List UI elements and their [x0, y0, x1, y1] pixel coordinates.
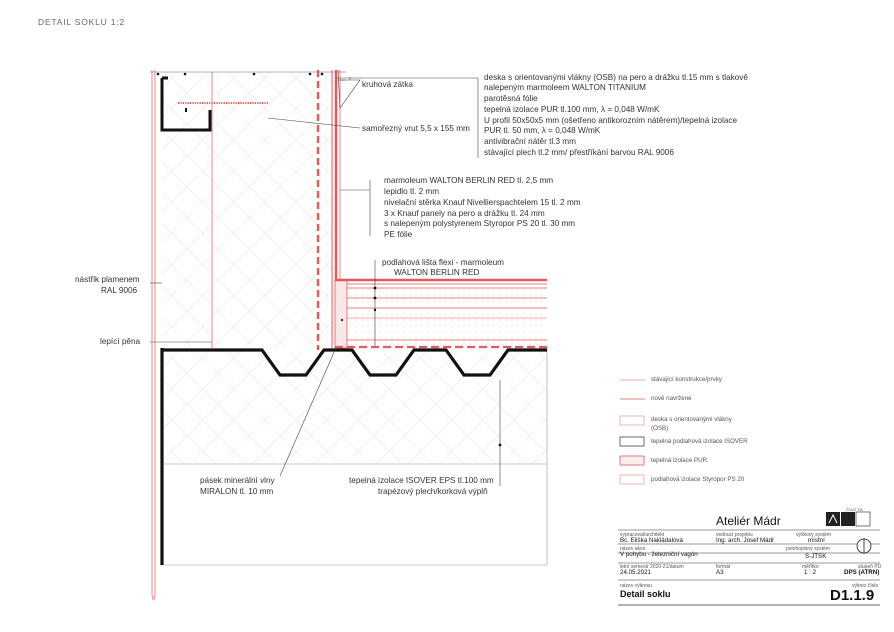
tb-vedouci: Ing. arch. Josef Mádr	[716, 537, 775, 544]
wall-line: deska s orientovanými vlákny (OSB) na pe…	[484, 73, 748, 82]
tb-cislo-label: výkres číslo	[852, 583, 879, 589]
legend-new: nově navržené	[651, 395, 692, 402]
floor-line: s nalepeným polystyrenem Styropor PS 20 …	[384, 219, 576, 228]
wall-line: antivibrační nátěr tl.3 mm	[484, 137, 576, 146]
drawing-number: D1.1.9	[830, 587, 875, 604]
cvut-logo	[826, 511, 871, 527]
wall-line: U profil 50x50x5 mm (ošetřeno antikorozn…	[484, 116, 738, 125]
tb-vyskovy-label: výškový systém	[796, 532, 832, 538]
label-nastrik-1: nástřik plamenem	[75, 275, 140, 284]
tb-datum: 24.05.2021	[620, 569, 651, 576]
label-isover-1: tepelná izolace ISOVER EPS tl.100 mm	[349, 476, 494, 485]
tb-meritko: 1 : 2	[804, 569, 817, 576]
label-vrut: samořezný vrut 5,5 x 155 mm	[362, 124, 470, 133]
legend-existing: stávající konstrukce/prvky	[651, 376, 722, 383]
trapezoidal-sheet	[162, 348, 547, 377]
legend-osb-2: (OSB)	[651, 425, 669, 432]
tb-meritko-label: měřítko	[802, 564, 819, 570]
floor-line: nivelační stěrka Knauf Nivellierspachtel…	[384, 198, 581, 207]
wall-composition-list: deska s orientovanými vlákny (OSB) na pe…	[484, 73, 748, 158]
floor-line: PE fólie	[384, 230, 413, 239]
legend-pur: tepelná izolace PUR	[651, 457, 708, 464]
u-profile	[160, 78, 212, 132]
drawing-title: Detail soklu	[620, 589, 671, 599]
tb-format: A3	[716, 569, 724, 576]
legend-osb: deska s orientovanými vlákny	[651, 416, 732, 423]
title-block-frame	[618, 529, 880, 606]
label-lepici-pena: lepící pěna	[100, 337, 141, 346]
page-header: DETAIL SOKLU 1:2	[38, 17, 125, 27]
floor-layer-lines	[347, 283, 547, 341]
tb-vedouci-label: vedoucí projektu	[716, 532, 753, 538]
leader-dots	[156, 72, 502, 447]
tb-format-label: formát	[716, 564, 731, 570]
logo-text: ČVUT FA	[846, 507, 863, 512]
floor-line: marmoleum WALTON BERLIN RED tl. 2,5 mm	[384, 176, 554, 185]
tb-akce: V pohybu - železniční vagón	[620, 551, 698, 558]
tb-stupen-label: stupeň PD	[858, 564, 882, 570]
wall-line: nalepeným marmoleem WALTON TITANIUM	[484, 83, 646, 92]
tb-nazev-label: název výkresu	[620, 583, 652, 589]
studio-name: Ateliér Mádr	[716, 514, 781, 528]
legend-isover: tepelná podlahová izolace ISOVER	[651, 438, 748, 445]
wall-line: PUR tl. 50 mm, λ = 0,048 W/mK	[484, 126, 601, 135]
wall-line: parotěsná fólie	[484, 94, 538, 103]
floor-composition-list: marmoleum WALTON BERLIN RED tl. 2,5 mm l…	[384, 176, 581, 240]
tb-vypracoval-label: vypracoval/architekt	[620, 532, 665, 538]
floor-line: 3 x Knauf panely na pero a drážku tl. 24…	[384, 209, 545, 218]
tb-vyskovy: místní	[808, 537, 825, 544]
label-pasek-1: pásek minerální vlny	[200, 476, 275, 485]
tb-polohopisny-label: polohopisný systém	[786, 546, 830, 552]
north-arrow-icon	[856, 538, 872, 554]
floor-insulation-isover	[162, 352, 547, 464]
floor-line: lepidlo tl. 2 mm	[384, 187, 440, 196]
tb-stupen: DPS (ATRN)	[844, 569, 880, 576]
wall-insulation-pur	[162, 72, 332, 348]
label-lista-2: WALTON BERLIN RED	[394, 268, 480, 277]
label-nastrik-2: RAL 9006	[101, 286, 138, 295]
label-kruhova-zatka: kruhová zátka	[362, 80, 413, 89]
label-isover-2: trapézový plech/korková výplň	[378, 487, 488, 496]
leader-lines	[150, 69, 501, 486]
label-pasek-2: MIRALON tl. 10 mm	[200, 487, 274, 496]
tb-vypracoval: Bc. Eliška Nakládalová	[620, 537, 683, 544]
tb-polohopisny: S-JTSK	[805, 553, 827, 560]
legend-styropor: podlahová izolace Styropor PS 20	[651, 476, 745, 483]
tb-semestr-label: letní semestr 2020-21/datum	[620, 564, 684, 570]
label-lista-1: podlahová lišta flexi - marmoleum	[382, 258, 504, 267]
wall-line: stávající plech tl.2 mm/ přestříkání bar…	[484, 148, 674, 157]
existing-sheet-lines	[151, 70, 548, 601]
skirting-board	[334, 278, 547, 349]
floor-layers-styropor	[347, 283, 547, 348]
wall-line: tepelná izolace PUR tl.100 mm, λ = 0,048…	[484, 105, 660, 114]
tb-akce-label: název akce	[620, 546, 646, 552]
legend-swatches	[619, 379, 645, 485]
